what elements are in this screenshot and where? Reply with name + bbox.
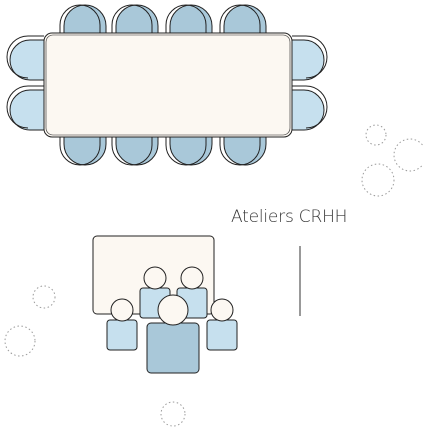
meeting-table-icon xyxy=(6,4,328,166)
bottom-chairs xyxy=(59,135,267,166)
right-chairs xyxy=(291,35,328,131)
presenter-head xyxy=(157,294,189,326)
presenter-body xyxy=(146,322,200,374)
left-chairs xyxy=(6,35,45,131)
presentation-audience-icon xyxy=(92,235,238,374)
dotted-circles xyxy=(4,124,423,427)
top-chairs xyxy=(59,4,267,35)
table-top xyxy=(43,32,293,138)
caption-label: Ateliers CRHH xyxy=(231,207,348,227)
